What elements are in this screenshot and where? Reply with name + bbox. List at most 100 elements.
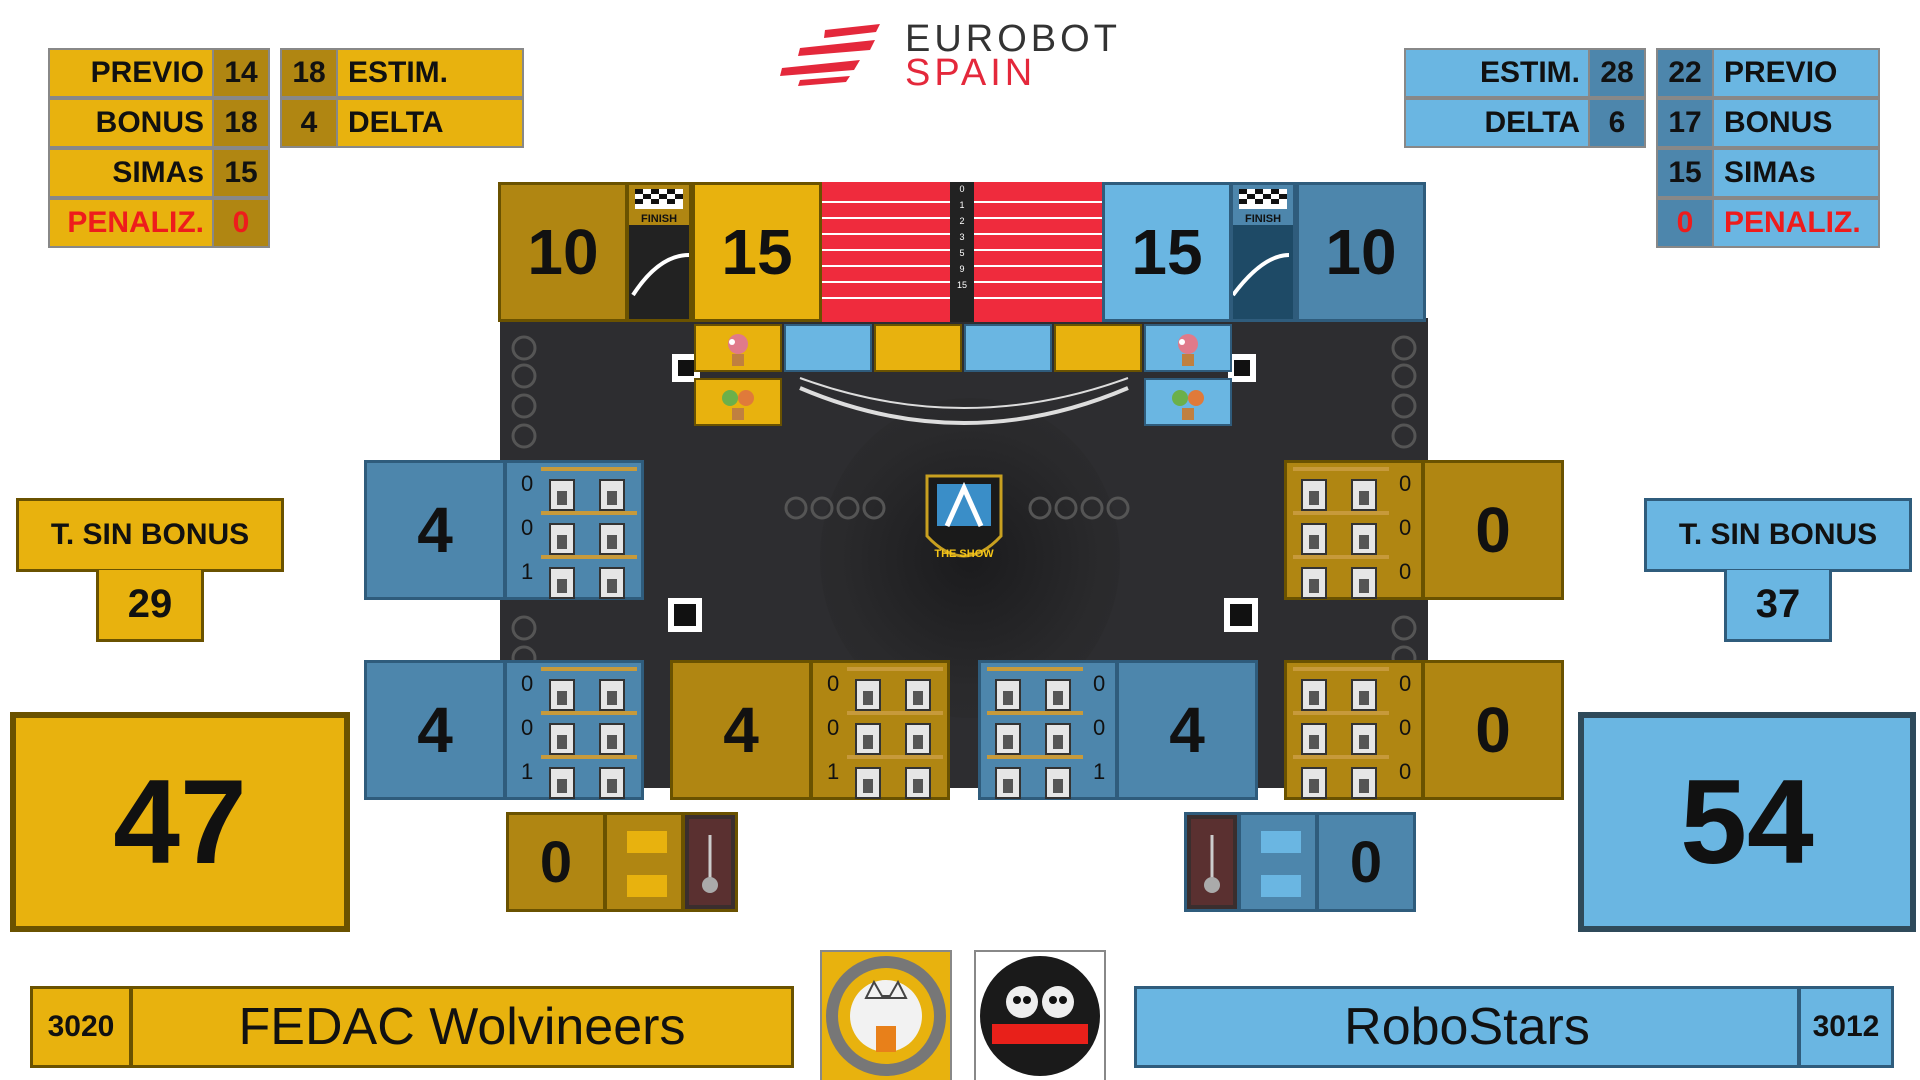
field-tile-3 [874,324,962,372]
left-team-name: FEDAC Wolvineers [130,986,794,1068]
left-outer-score: 10 [498,182,628,322]
left-simas-label: SIMAs [48,148,214,198]
right-bonus-value: 17 [1656,98,1714,148]
left-pit-slots [604,812,684,912]
left-pit-card-icon [682,812,738,912]
robostars-skull-logo-icon [980,956,1100,1076]
right-lower-zone-score: 0 [1422,660,1564,800]
right-delta-value: 6 [1588,98,1646,148]
checkered-flag-icon [629,189,690,319]
center-emblem-icon [925,474,1003,558]
right-lower-stack: 0 0 0 [1284,660,1424,800]
flower-icon [722,390,754,420]
mid-right-count-3: 1 [1093,759,1106,784]
right-penaliz-value: 0 [1656,198,1714,248]
scale-tick-5: 9 [959,264,965,274]
crate-icon [549,479,575,511]
mid-right-stack: 0 0 1 [978,660,1118,800]
right-upper-stack: 0 0 0 [1284,460,1424,600]
field-markings [511,335,1417,671]
right-pit-card-icon [1184,812,1240,912]
crate-icon [905,767,931,799]
crate-icon [995,767,1021,799]
crate-icon [1045,679,1071,711]
right-red-bars [974,182,1102,322]
left-estim-label: ESTIM. [336,48,524,98]
right-inner-score: 15 [1102,182,1232,322]
right-plant-tile-1 [1144,324,1232,372]
field-tile-2 [784,324,872,372]
left-lower-count-1: 0 [521,671,534,696]
scale-tick-2: 2 [959,216,965,226]
left-upper-count-3: 1 [521,559,534,584]
left-lower-count-3: 1 [521,759,534,784]
crate-icon [1351,479,1377,511]
guitar-card-icon [1191,819,1233,905]
right-simas-value: 15 [1656,148,1714,198]
right-no-bonus-label: T. SIN BONUS [1644,498,1912,572]
right-team-number: 3012 [1798,986,1894,1068]
field-tile-5 [1054,324,1142,372]
left-team-logo [820,950,952,1080]
left-estim-value: 18 [280,48,338,98]
crate-icon [1351,767,1377,799]
crate-icon [599,479,625,511]
left-delta-value: 4 [280,98,338,148]
right-total-score: 54 [1578,712,1916,932]
the-show-logo: THE SHOW [917,466,1011,576]
crate-icon [1301,723,1327,755]
scale-tick-3: 3 [959,232,965,242]
crate-icon [995,679,1021,711]
left-upper-count-1: 0 [521,471,534,496]
crate-icon [1301,479,1327,511]
crate-icon [1351,679,1377,711]
scale-tick-4: 5 [959,248,965,258]
guitar-card-icon [689,819,731,905]
mid-left-count-1: 0 [827,671,840,696]
right-lower-count-3: 0 [1399,759,1412,784]
score-scale: 0 1 2 3 5 9 15 [950,182,974,322]
left-total-score: 47 [10,712,350,932]
right-no-bonus-value: 37 [1724,570,1832,642]
mid-left-count-2: 0 [827,715,840,740]
right-outer-score: 10 [1296,182,1426,322]
plant-pot-icon [728,334,748,366]
mid-right-count-1: 0 [1093,671,1106,696]
right-team-name: RoboStars [1134,986,1800,1068]
logo-swoosh-icon [780,24,880,86]
right-bonus-label: BONUS [1712,98,1880,148]
crate-icon [599,567,625,599]
scale-tick-6: 15 [956,280,967,290]
crate-icon [549,723,575,755]
left-team-number: 3020 [30,986,132,1068]
left-simas-value: 15 [212,148,270,198]
eurobot-spain-logo: EUROBOT SPAIN [780,18,1150,94]
logo-line-1: EUROBOT [905,18,1121,60]
right-lower-count-2: 0 [1399,715,1412,740]
left-lower-zone-score: 4 [364,660,506,800]
mid-right-count-2: 0 [1093,715,1106,740]
left-bar-lines [822,201,950,299]
left-penaliz-value: 0 [212,198,270,248]
crate-icon [855,723,881,755]
left-no-bonus-label: T. SIN BONUS [16,498,284,572]
crate-icon [855,767,881,799]
crate-icon [905,679,931,711]
crate-icon [1351,567,1377,599]
crate-icon [599,723,625,755]
mid-left-zone-score: 4 [670,660,812,800]
left-finish-tile: FINISH [626,182,692,322]
crate-icon [855,679,881,711]
crate-icon [599,679,625,711]
right-upper-zone-score: 0 [1422,460,1564,600]
wolf-gear-logo-icon [826,956,946,1076]
crate-icon [549,567,575,599]
left-upper-zone-score: 4 [364,460,506,600]
crate-icon [549,767,575,799]
scale-tick-0: 0 [959,184,965,194]
right-lower-count-1: 0 [1399,671,1412,696]
plant-pot-icon [1178,334,1198,366]
left-lower-stack: 0 0 1 [504,660,644,800]
left-inner-score: 15 [692,182,822,322]
right-previo-label: PREVIO [1712,48,1880,98]
